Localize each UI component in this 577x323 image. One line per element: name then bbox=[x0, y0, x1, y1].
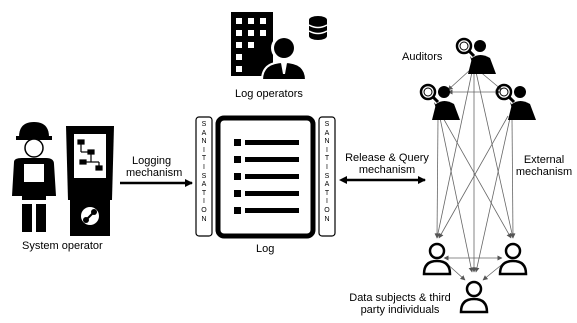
log-label: Log bbox=[256, 243, 275, 255]
release-query-line2: mechanism bbox=[358, 164, 416, 176]
external-mechanism-links bbox=[434, 69, 516, 281]
data-subjects-label: Data subjects & third party individuals bbox=[335, 292, 465, 316]
external-line1: External bbox=[523, 154, 565, 166]
manager-icon bbox=[260, 35, 308, 81]
auditor-magnifier-icon bbox=[419, 83, 462, 122]
external-mechanism-label: External mechanism bbox=[512, 154, 576, 178]
release-query-line1: Release & Query bbox=[345, 152, 429, 164]
office-building-icon bbox=[231, 12, 273, 76]
logging-mechanism-label: Logging mechanism bbox=[126, 155, 182, 179]
database-icon bbox=[308, 16, 328, 40]
kiosk-terminal-icon bbox=[66, 126, 114, 236]
auditor-magnifier-icon bbox=[495, 83, 538, 122]
logging-mechanism-line1: Logging bbox=[132, 155, 172, 167]
auditor-magnifier-icon bbox=[455, 37, 498, 76]
log-operators-label: Log operators bbox=[235, 88, 303, 100]
logging-mechanism-line2: mechanism bbox=[126, 167, 183, 179]
person-outline-icon bbox=[422, 242, 452, 276]
data-subjects-line1: Data subjects & third bbox=[349, 292, 451, 304]
data-subjects-line2: party individuals bbox=[360, 304, 440, 316]
auditors-label: Auditors bbox=[402, 51, 443, 63]
person-outline-icon bbox=[498, 242, 528, 276]
log-document-icon bbox=[195, 115, 336, 239]
external-line2: mechanism bbox=[515, 166, 573, 178]
worker-icon bbox=[12, 122, 56, 232]
system-operator-label: System operator bbox=[22, 240, 103, 252]
release-query-label: Release & Query mechanism bbox=[341, 152, 433, 176]
